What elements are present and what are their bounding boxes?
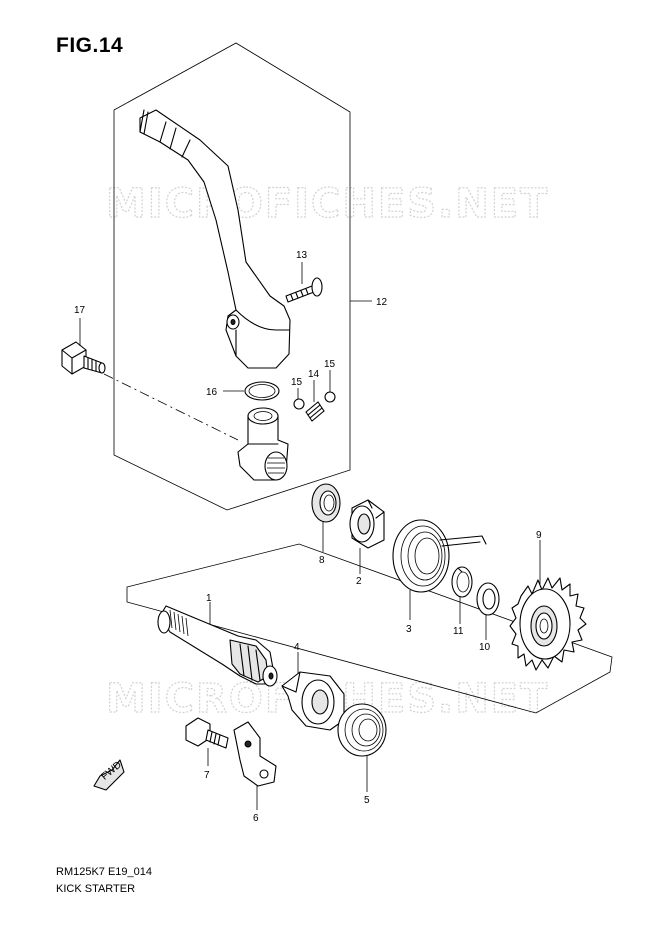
callout-5: 5 xyxy=(364,795,370,806)
flange-bolt-17 xyxy=(61,341,106,375)
shaft-assembly-frame xyxy=(126,543,613,714)
circlip-11 xyxy=(451,566,473,598)
lever-assembly-box xyxy=(113,42,351,511)
lever-bolt-13 xyxy=(285,277,323,303)
oil-seal-8 xyxy=(311,483,341,523)
callout-7: 7 xyxy=(204,770,210,781)
callout-13: 13 xyxy=(296,250,308,261)
ratchet-4 xyxy=(281,671,345,731)
kick-gear-9 xyxy=(509,577,587,671)
guide-bolt-7 xyxy=(185,717,229,749)
ratchet-guide-6 xyxy=(233,721,277,787)
callout-17: 17 xyxy=(74,305,86,316)
figure-code: RM125K7 E19_014 xyxy=(56,866,153,878)
lever-boss xyxy=(237,407,289,481)
leader-lines xyxy=(79,262,541,810)
callout-1: 1 xyxy=(206,593,212,604)
watermark-top: MICROFICHES.NET xyxy=(106,181,549,227)
callout-15a: 15 xyxy=(291,377,303,388)
callouts: 1 2 3 4 5 6 7 8 9 10 11 12 13 14 15 15 1… xyxy=(74,250,542,824)
callout-15b: 15 xyxy=(324,359,336,370)
callout-16: 16 xyxy=(206,387,218,398)
ratchet-spring-5 xyxy=(337,703,387,757)
axis-line-17 xyxy=(103,373,239,441)
callout-14: 14 xyxy=(308,369,320,380)
kick-shaft-1 xyxy=(157,605,278,687)
callout-2: 2 xyxy=(356,576,362,587)
callout-3: 3 xyxy=(406,624,412,635)
forward-arrow-icon: FWD xyxy=(93,759,125,791)
kick-lever xyxy=(139,109,291,369)
callout-9: 9 xyxy=(536,530,542,541)
callout-4: 4 xyxy=(294,642,300,653)
callout-8: 8 xyxy=(319,555,325,566)
callout-6: 6 xyxy=(253,813,259,824)
kick-spring-3 xyxy=(392,519,487,593)
steel-ball-15b xyxy=(324,391,336,403)
bushing-2 xyxy=(349,499,385,549)
callout-10: 10 xyxy=(479,642,491,653)
figure-name: KICK STARTER xyxy=(56,883,136,895)
callout-11: 11 xyxy=(453,626,464,637)
callout-12: 12 xyxy=(376,297,388,308)
washer-10 xyxy=(476,582,500,616)
detent-spring-14 xyxy=(305,401,325,422)
figure-title: FIG.14 xyxy=(56,34,124,57)
steel-ball-15a xyxy=(293,398,305,410)
